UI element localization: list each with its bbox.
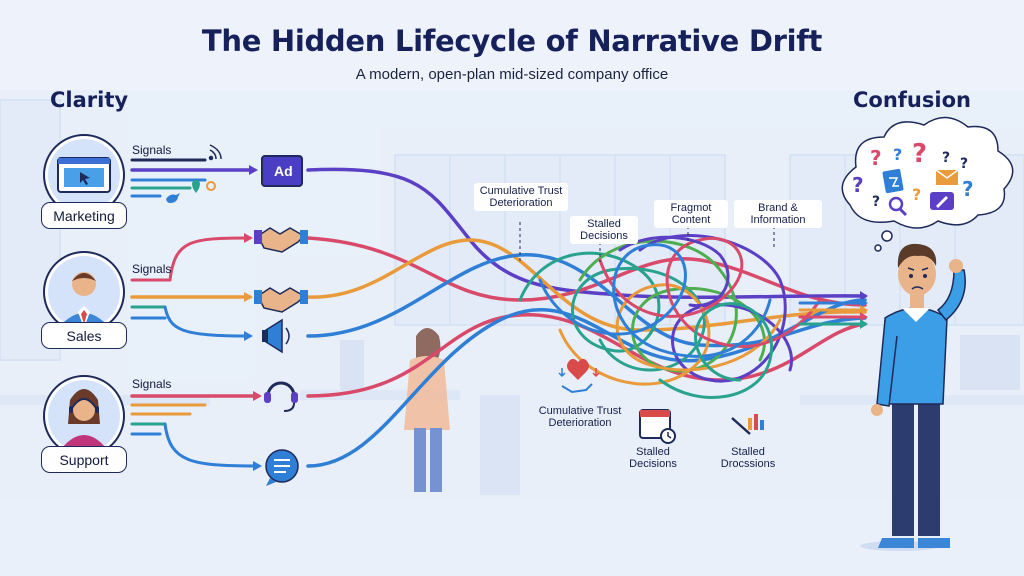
svg-text:?: ? [942,150,950,166]
document-icon [882,168,904,194]
page-subtitle: A modern, open-plan mid-sized company of… [355,66,669,83]
annotation-bottom-drocssions: Stalled Drocssions [720,446,776,470]
handshake-icon-2 [254,287,308,313]
ad-icon-label: Ad [274,163,293,179]
megaphone-icon [262,318,290,354]
annotation-bottom-stalled: Stalled Decisions [629,446,677,470]
magnifier-icon [888,196,908,217]
tangle-knot [518,234,822,399]
output-arrowheads [860,291,868,329]
handshake-icon [254,227,308,253]
annotation-bottom-trust: Cumulative Trust Deterioration [538,405,622,429]
arrowheads [244,165,262,471]
routing-curves [163,236,260,468]
support-signals-label: Signals [132,377,172,391]
thought-cloud: ? ? ? ? ? ? ? ? ? [841,116,1014,252]
callout-lines [519,222,775,262]
annotation-top-trust: Cumulative Trust Deterioration [474,183,568,211]
sales-avatar [43,251,125,333]
svg-text:?: ? [852,173,864,197]
pen-icon [930,192,954,210]
svg-text:?: ? [962,177,974,201]
svg-text:?: ? [912,185,921,204]
bird-icon [166,193,180,203]
marketing-tag: Marketing [41,202,127,229]
signal-lines [130,158,260,436]
broken-heart-icon [558,358,600,394]
location-pin-icon [192,180,200,193]
marketing-avatar [43,134,125,216]
annotation-top-brand: Brand & Information [734,200,822,228]
svg-text:?: ? [960,156,968,172]
support-tag: Support [41,446,127,473]
envelope-icon [935,169,959,185]
annotation-top-stalled: Stalled Decisions [570,216,638,244]
confused-person [860,243,966,551]
calendar-icon [639,409,676,444]
confusion-heading: Confusion [853,88,971,112]
declining-chart-icon [731,414,764,435]
clarity-heading: Clarity [50,88,129,112]
chat-bubble-icon [265,449,299,486]
headset-icon [264,381,298,412]
svg-text:?: ? [893,145,902,164]
wifi-icon [208,144,222,161]
page-title: The Hidden Lifecycle of Narrative Drift [201,24,823,58]
support-avatar [43,375,125,457]
svg-text:?: ? [872,194,880,210]
gear-icon [206,181,216,191]
output-arrows [798,294,864,326]
sales-signals-label: Signals [132,262,172,276]
marketing-signals-label: Signals [132,143,172,157]
sales-tag: Sales [41,322,127,349]
svg-text:?: ? [870,146,882,170]
svg-text:?: ? [912,139,927,169]
office-worker-figure [404,328,450,492]
annotation-top-fragmot: Fragmot Content [654,200,728,228]
ad-icon [261,155,303,187]
